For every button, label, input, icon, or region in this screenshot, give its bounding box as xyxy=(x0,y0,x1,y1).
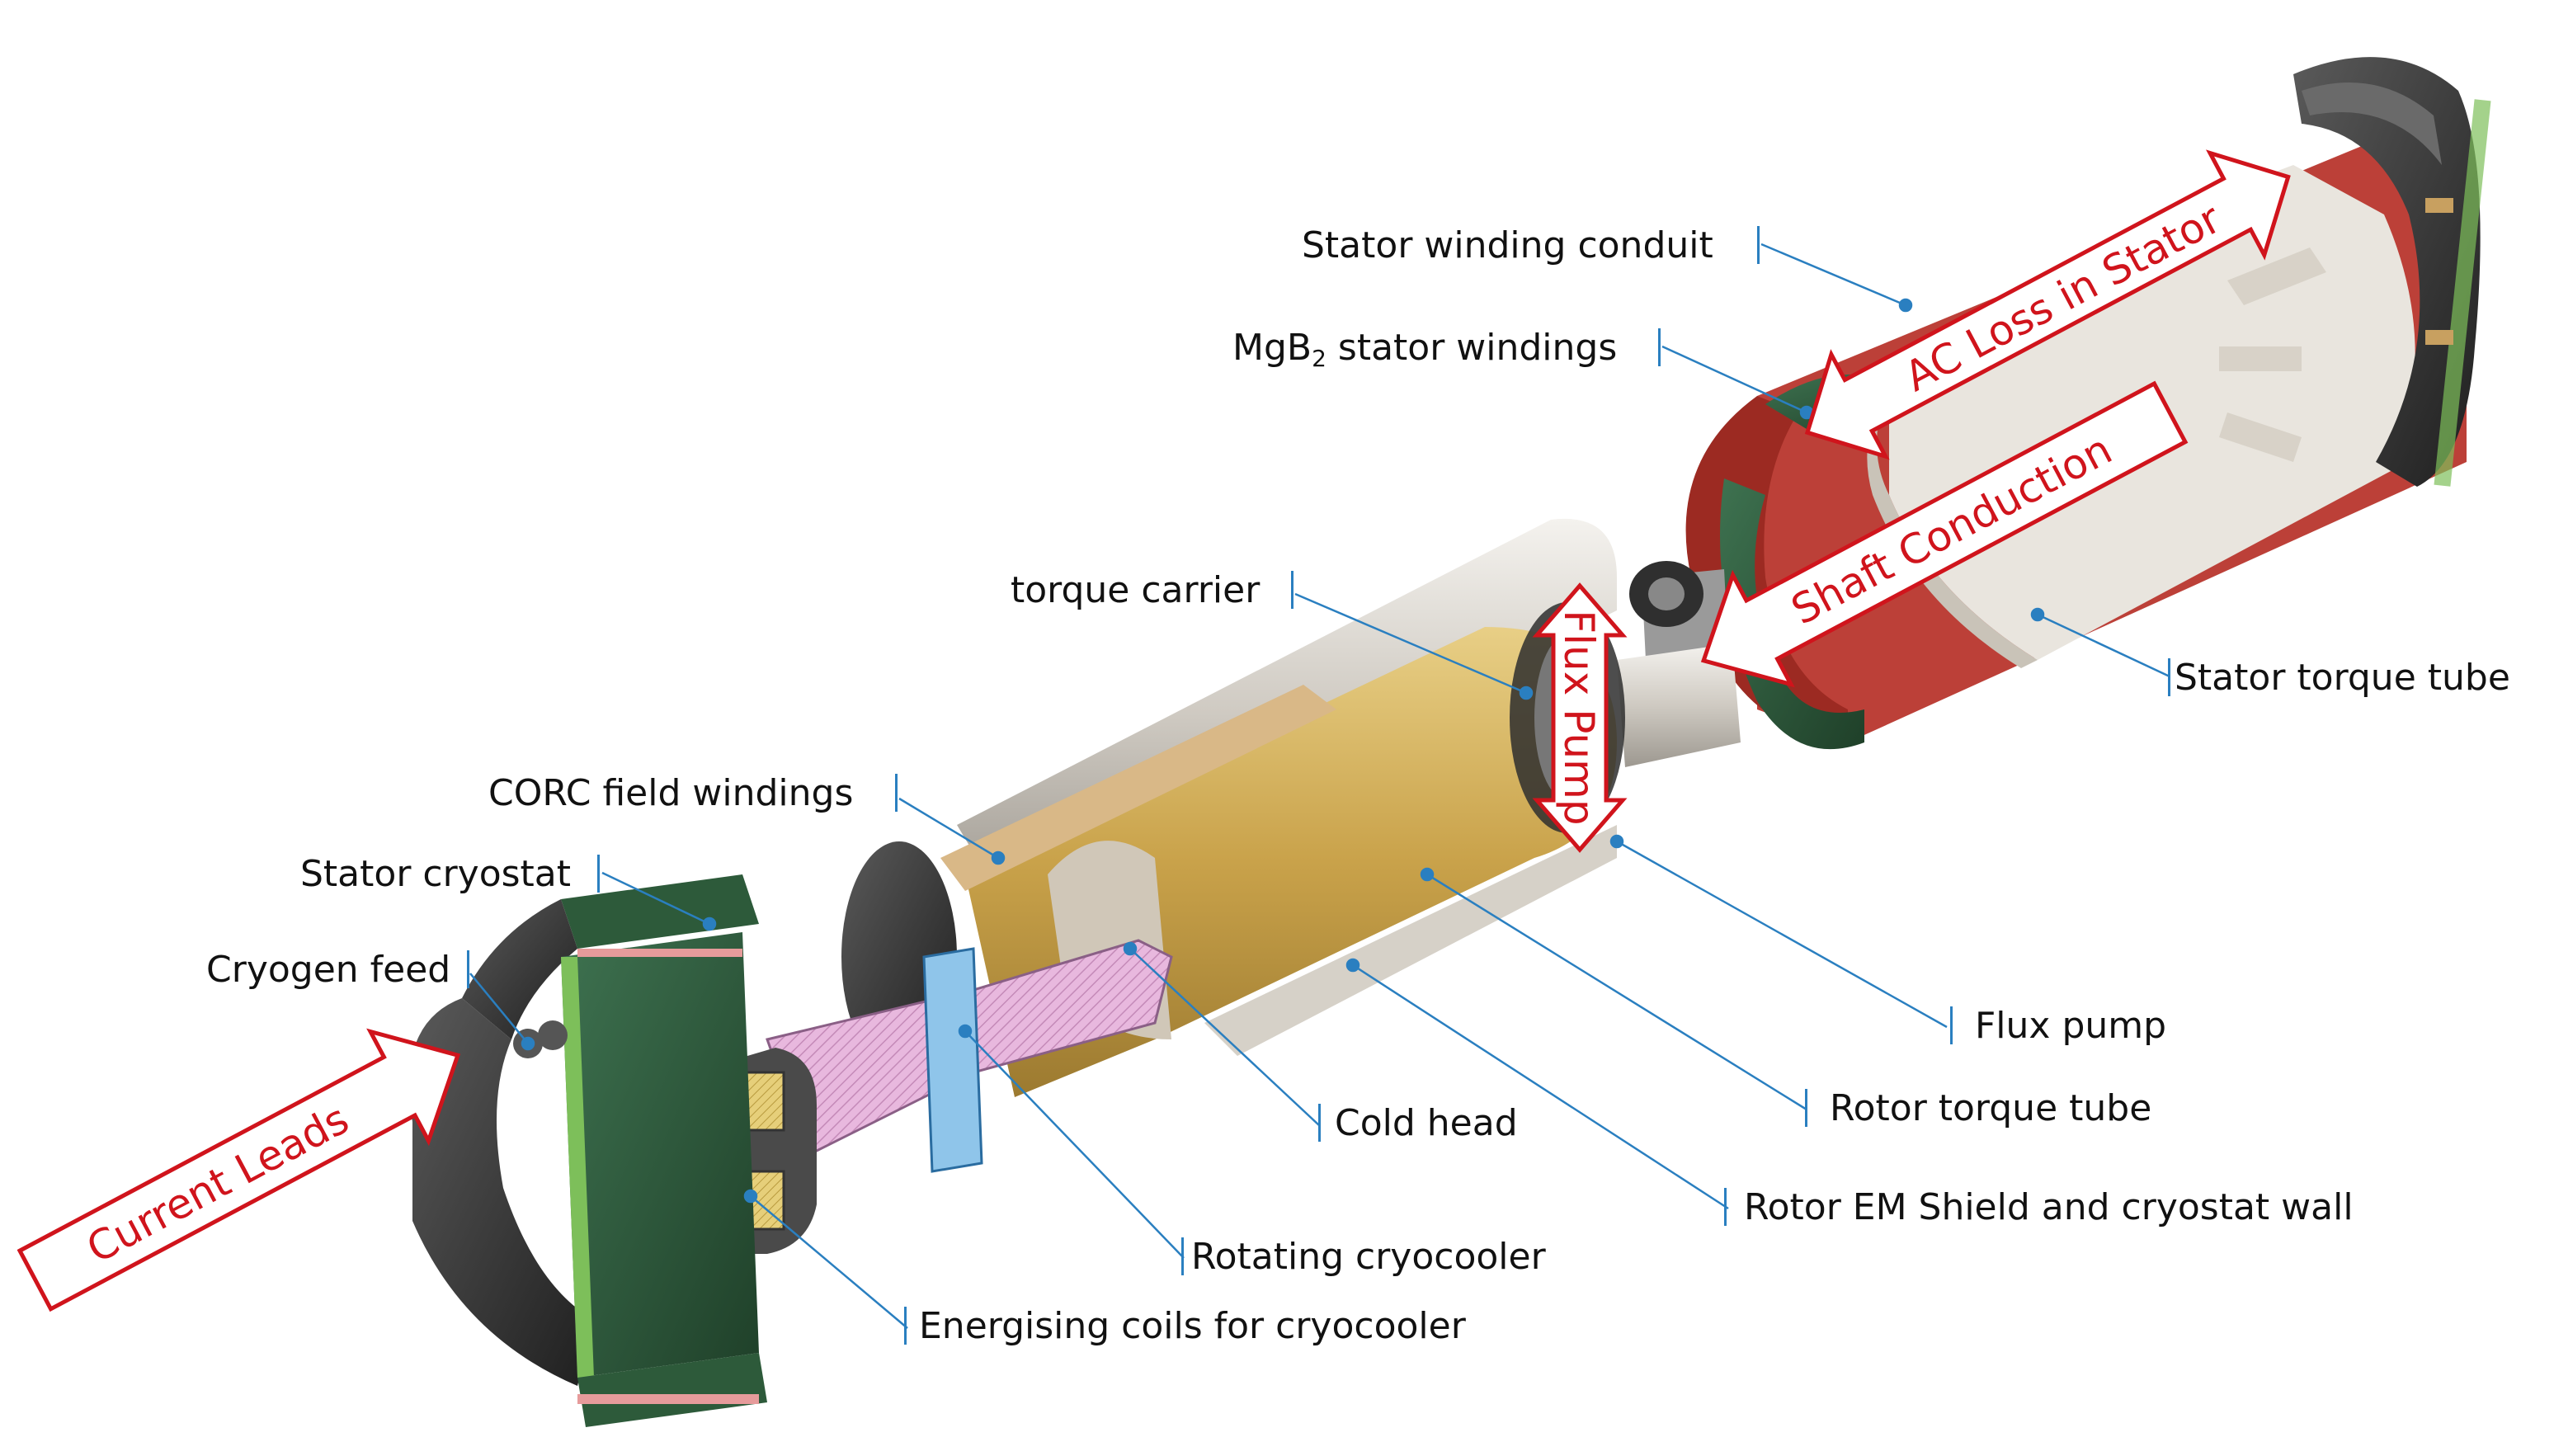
corc-field-windings-label: CORC field windings xyxy=(488,772,854,814)
stator-cryostat-label: Stator cryostat xyxy=(300,853,572,895)
mgb2-prefix: MgB xyxy=(1232,327,1312,369)
stator-torque-tube-label: Stator torque tube xyxy=(2175,657,2510,699)
cryogen-feed-label: Cryogen feed xyxy=(206,949,451,991)
mgb2-subscript: 2 xyxy=(1312,345,1326,372)
mgb2-stator-windings-label: MgB2 stator windings xyxy=(1232,327,1618,370)
rotor-assembly xyxy=(627,518,1625,1254)
stator-winding-conduit-label: Stator winding conduit xyxy=(1302,224,1713,266)
rotor-em-shield-label: Rotor EM Shield and cryostat wall xyxy=(1744,1186,2354,1228)
rotor-torque-tube-label: Rotor torque tube xyxy=(1830,1087,2152,1129)
current-leads-text: Current Leads xyxy=(79,1095,356,1272)
energising-coils-label: Energising coils for cryocooler xyxy=(919,1305,1466,1347)
flux-pump-text: Flux Pump xyxy=(1555,610,1603,825)
mgb2-suffix: stator windings xyxy=(1326,327,1618,369)
leader-lines xyxy=(469,243,2170,1329)
stator-cryostat xyxy=(409,874,767,1427)
torque-carrier-label: torque carrier xyxy=(1011,569,1261,611)
rotating-cryocooler-label: Rotating cryocooler xyxy=(1191,1236,1546,1278)
flux-pump-arrow: Flux Pump xyxy=(1532,582,1628,853)
cold-head-label: Cold head xyxy=(1335,1102,1518,1144)
rotor-shaft xyxy=(1617,561,1741,767)
flux-pump-label: Flux pump xyxy=(1975,1005,2167,1047)
